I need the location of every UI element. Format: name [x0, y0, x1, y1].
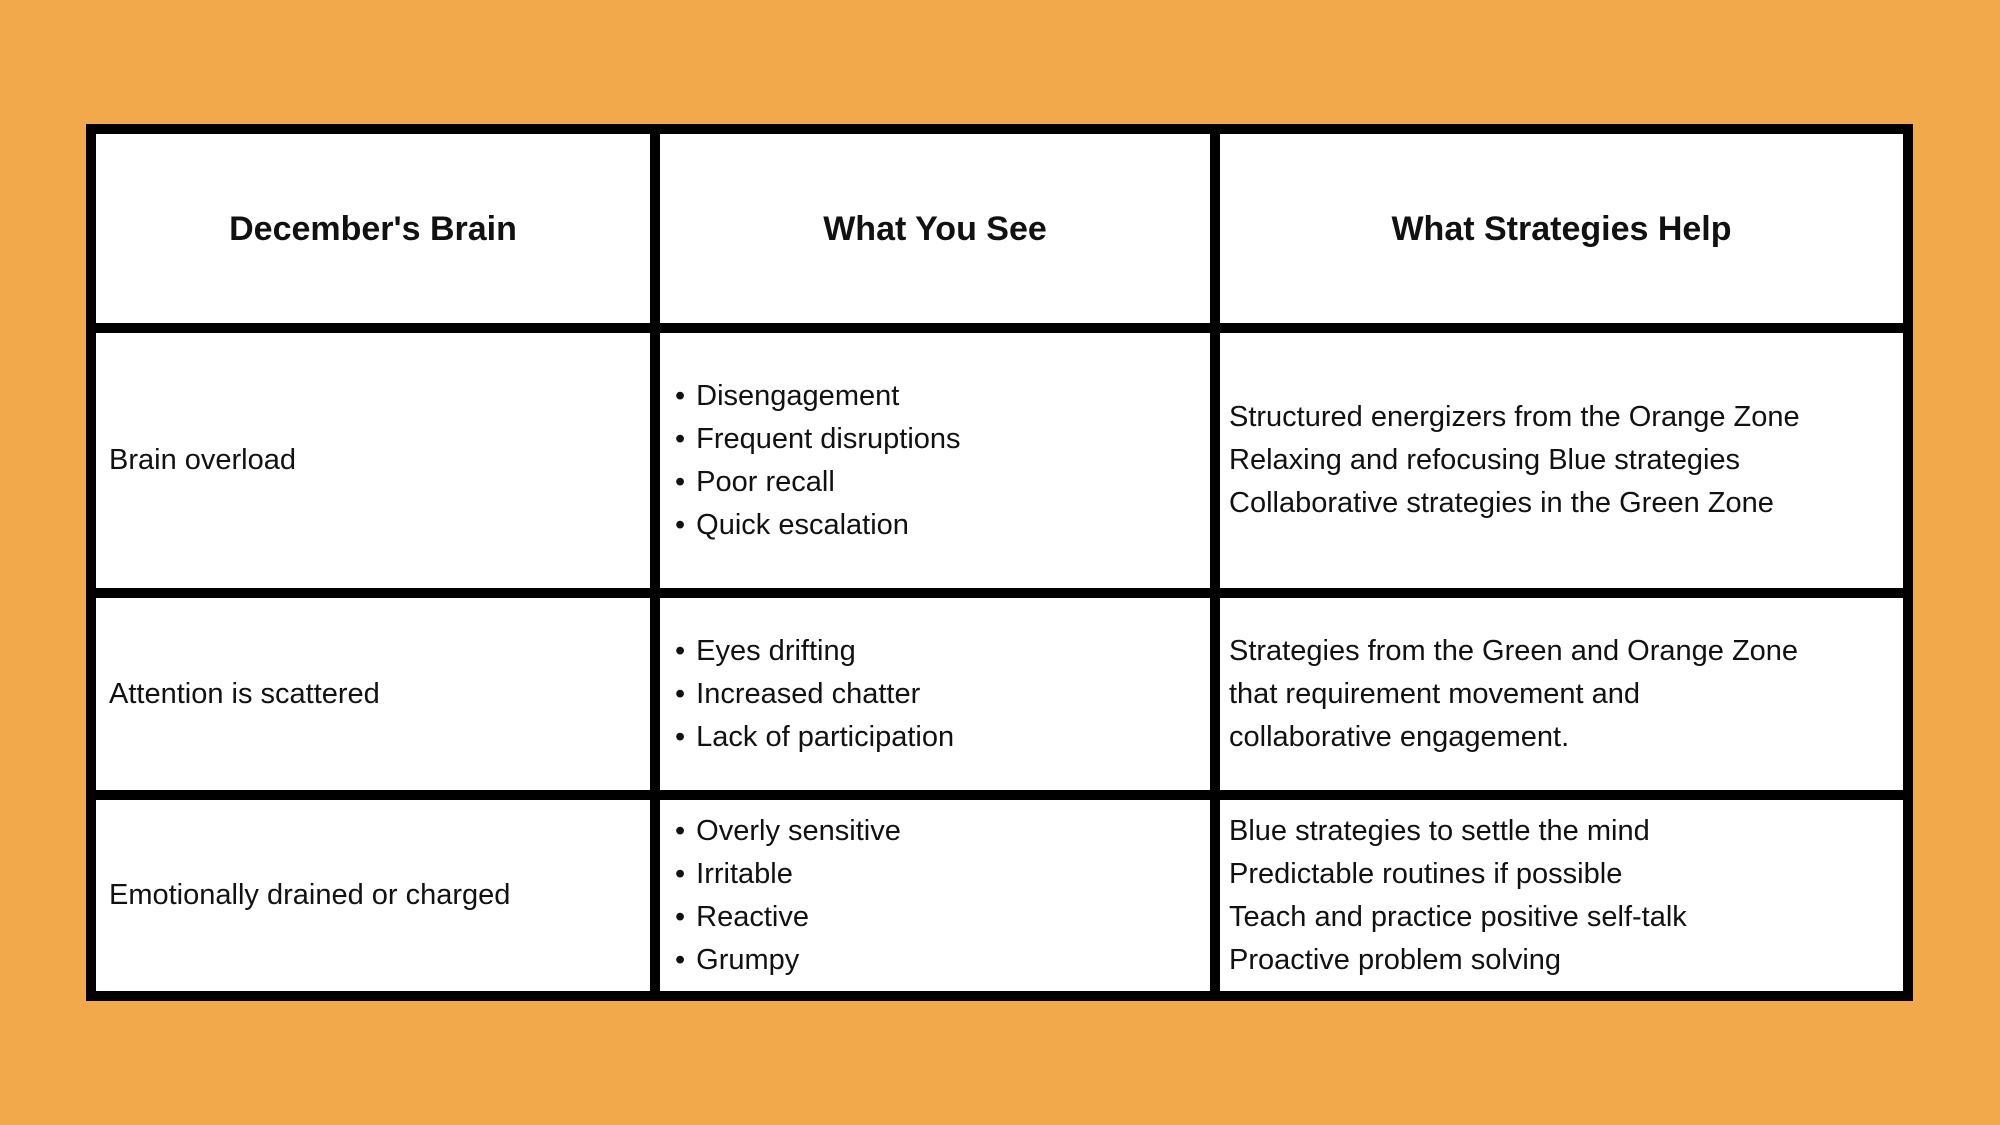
- bullet-icon: •: [675, 677, 686, 710]
- column-header-what-you-see: What You See: [660, 134, 1210, 323]
- list-item: • Grumpy: [675, 939, 799, 982]
- list-item: • Disengagement: [675, 375, 899, 418]
- bullet-icon: •: [675, 634, 686, 667]
- list-item: • Lack of participation: [675, 716, 954, 759]
- strategy-line: Blue strategies to settle the mind: [1229, 814, 1650, 847]
- list-item-text: Frequent disruptions: [696, 422, 961, 455]
- brain-state-cell: Brain overload: [96, 333, 650, 588]
- list-item: • Poor recall: [675, 461, 835, 504]
- strategy-line: that requirement movement and: [1229, 677, 1641, 710]
- list-item-text: Poor recall: [696, 465, 835, 498]
- bullet-icon: •: [675, 857, 686, 890]
- brain-state-label: Emotionally drained or charged: [109, 879, 511, 911]
- list-item: • Reactive: [675, 896, 809, 939]
- list-item: • Irritable: [675, 853, 793, 896]
- list-item-text: Eyes drifting: [696, 634, 856, 667]
- bullet-icon: •: [675, 814, 686, 847]
- strategies-cell: Strategies from the Green and Orange Zon…: [1220, 598, 1903, 790]
- strategy-line: Proactive problem solving: [1229, 943, 1562, 976]
- what-you-see-cell: • Overly sensitive • Irritable • Reactiv…: [660, 800, 1210, 991]
- column-header-decembers-brain: December's Brain: [96, 134, 650, 323]
- list-item-text: Lack of participation: [696, 720, 955, 753]
- what-you-see-cell: • Disengagement • Frequent disruptions •…: [660, 333, 1210, 588]
- list-item-text: Disengagement: [696, 379, 900, 412]
- list-item-text: Reactive: [696, 900, 809, 933]
- strategies-cell: Blue strategies to settle the mind Predi…: [1220, 800, 1903, 991]
- list-item: • Frequent disruptions: [675, 418, 961, 461]
- bullet-icon: •: [675, 508, 686, 541]
- column-header-what-strategies-help: What Strategies Help: [1220, 134, 1903, 323]
- list-item: • Quick escalation: [675, 504, 909, 547]
- strategy-line: Relaxing and refocusing Blue strategies: [1229, 444, 1741, 476]
- bullet-icon: •: [675, 465, 686, 498]
- strategy-line: collaborative engagement.: [1229, 720, 1570, 753]
- list-item-text: Overly sensitive: [696, 814, 901, 847]
- strategy-line: Structured energizers from the Orange Zo…: [1229, 401, 1800, 433]
- list-item: • Overly sensitive: [675, 810, 901, 853]
- brain-state-cell: Attention is scattered: [96, 598, 650, 790]
- list-item-text: Quick escalation: [696, 508, 909, 541]
- december-brain-table: December's Brain What You See What Strat…: [86, 124, 1913, 1001]
- strategies-cell: Structured energizers from the Orange Zo…: [1220, 333, 1903, 588]
- brain-state-label: Brain overload: [109, 444, 296, 476]
- brain-state-label: Attention is scattered: [109, 677, 380, 710]
- strategy-line: Predictable routines if possible: [1229, 857, 1623, 890]
- strategy-line: Teach and practice positive self-talk: [1229, 900, 1687, 933]
- bullet-icon: •: [675, 720, 686, 753]
- what-you-see-cell: • Eyes drifting • Increased chatter • La…: [660, 598, 1210, 790]
- strategy-line: Collaborative strategies in the Green Zo…: [1229, 487, 1774, 519]
- bullet-icon: •: [675, 900, 686, 933]
- brain-state-cell: Emotionally drained or charged: [96, 800, 650, 991]
- list-item-text: Irritable: [696, 857, 793, 890]
- list-item-text: Grumpy: [696, 943, 800, 976]
- list-item: • Increased chatter: [675, 673, 920, 716]
- strategy-line: Strategies from the Green and Orange Zon…: [1229, 634, 1799, 667]
- list-item-text: Increased chatter: [696, 677, 921, 710]
- list-item: • Eyes drifting: [675, 630, 856, 673]
- bullet-icon: •: [675, 379, 686, 412]
- bullet-icon: •: [675, 422, 686, 455]
- bullet-icon: •: [675, 943, 686, 976]
